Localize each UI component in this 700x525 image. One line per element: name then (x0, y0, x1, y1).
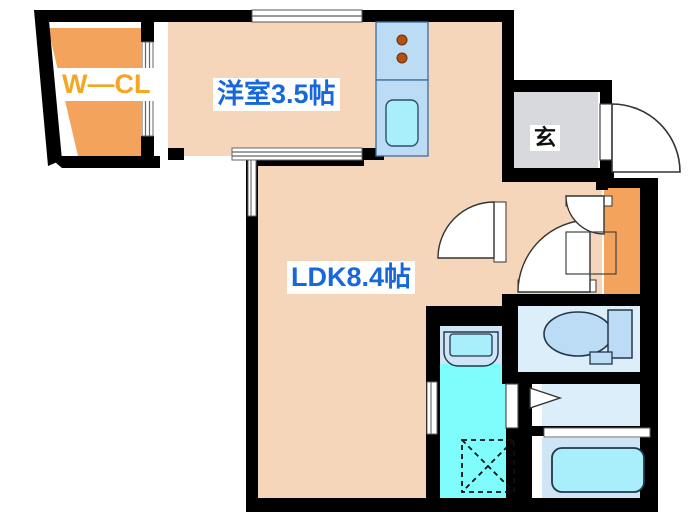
sink-kitchen (375, 79, 429, 157)
room-fill-bath-upper (542, 382, 652, 434)
room-label-yoshitsu: 洋室3.5帖 (213, 78, 340, 111)
toilet-bowl (543, 309, 633, 365)
sliding-bedroom[interactable] (231, 147, 363, 161)
window-bedroom (251, 9, 363, 23)
door-washroom[interactable] (505, 383, 563, 429)
stove (375, 21, 429, 81)
room-label-genkan: 玄 (530, 125, 561, 151)
door-bath[interactable] (543, 427, 651, 438)
door-toilet[interactable] (565, 195, 617, 275)
bathtub (551, 447, 645, 493)
door-washroom-side[interactable] (426, 381, 438, 435)
vanity-sink (443, 331, 499, 367)
entrance-door[interactable] (599, 103, 681, 173)
room-label-wcl: W—CL (57, 68, 156, 101)
sliding-bedroom-rail (247, 159, 257, 217)
washer-space (461, 439, 515, 493)
door-ldk[interactable] (437, 201, 507, 263)
room-label-ldk: LDK8.4帖 (287, 261, 416, 294)
